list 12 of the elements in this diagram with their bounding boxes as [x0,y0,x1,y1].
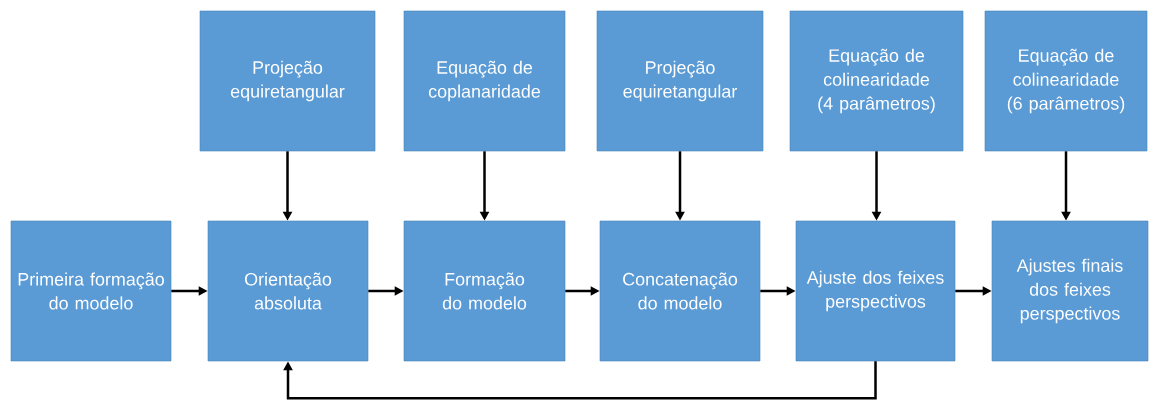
input-box: Projeção equiretangular [199,10,376,152]
input-box: Equação de coplanaridade [403,10,566,152]
process-box: Formação do modelo [403,220,566,362]
arrow [283,361,877,400]
input-box: Equação de colinearidade (4 parâmetros) [789,10,964,152]
input-box: Equação de colinearidade (6 parâmetros) [984,10,1148,152]
process-box: Orientação absoluta [207,220,369,362]
process-box: Concatenação do modelo [599,220,761,362]
process-box: Ajustes finais dos feixes perspectivos [991,220,1149,362]
process-box: Ajuste dos feixes perspectivos [795,220,956,362]
process-box: Primeira formação do modelo [10,220,172,362]
input-box: Projeção equiretangular [596,10,764,152]
